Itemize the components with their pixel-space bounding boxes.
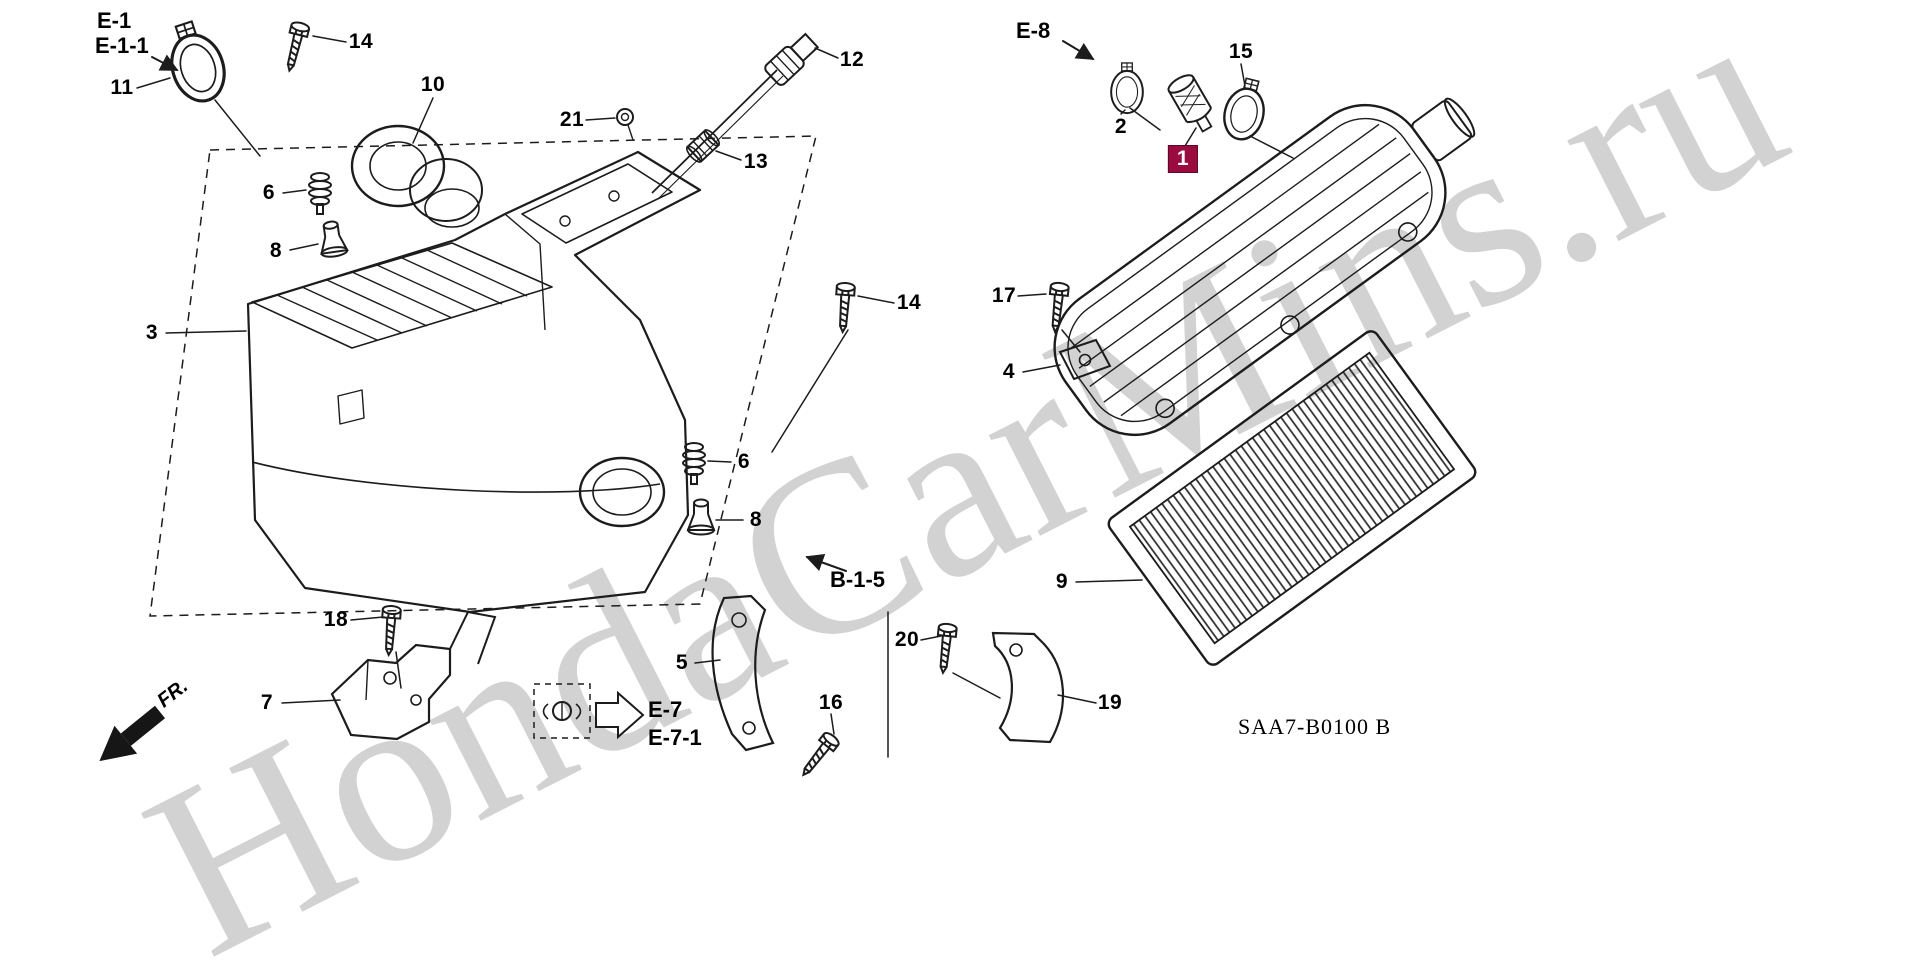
part-label-19[interactable]: 19 xyxy=(1097,691,1123,714)
tube-part-1-icon xyxy=(1167,74,1213,133)
bolt-18-icon xyxy=(378,604,403,657)
part-label-13[interactable]: 13 xyxy=(743,150,769,173)
part-label-10[interactable]: 10 xyxy=(420,73,446,96)
part-label-18[interactable]: 18 xyxy=(323,608,349,631)
bracket-7 xyxy=(330,610,497,741)
sensor-probe-line xyxy=(651,69,778,194)
ref-code-e7-1[interactable]: E-7-1 xyxy=(648,725,702,750)
part-label-9[interactable]: 9 xyxy=(1055,570,1069,593)
ref-code-e1[interactable]: E-1 xyxy=(97,8,132,33)
stud-8-upper-icon xyxy=(316,218,349,260)
stud-8-lower-icon xyxy=(687,498,715,536)
outline-arrow-icon xyxy=(595,690,645,740)
bolt-16-icon xyxy=(795,729,842,782)
diagram-code: SAA7-B0100 B xyxy=(1238,714,1392,739)
air-cleaner-cover xyxy=(1053,97,1476,437)
part-label-14-top[interactable]: 14 xyxy=(348,30,374,53)
part-label-21[interactable]: 21 xyxy=(559,108,585,131)
ref-code-b1-5[interactable]: B-1-5 xyxy=(830,567,886,592)
fr-direction-arrow-icon xyxy=(99,705,166,762)
grommet-13-icon xyxy=(685,129,721,163)
screw-17-icon xyxy=(1045,281,1071,334)
clip-detail-e7 xyxy=(533,683,645,740)
sensor-probe-line-2 xyxy=(657,75,784,200)
part-label-11[interactable]: 11 xyxy=(110,76,134,99)
hose-clamp-11-icon xyxy=(158,14,234,110)
part-label-20[interactable]: 20 xyxy=(894,628,920,651)
part-label-4[interactable]: 4 xyxy=(1002,360,1016,383)
leader-lines xyxy=(136,35,1294,758)
bracket-5 xyxy=(711,594,775,752)
part-label-15[interactable]: 15 xyxy=(1228,40,1254,63)
part-label-14-mid[interactable]: 14 xyxy=(896,291,922,314)
cover-mount-tab xyxy=(1058,338,1112,381)
intake-tube-icon xyxy=(350,124,483,222)
ref-code-e1-1[interactable]: E-1-1 xyxy=(95,33,149,58)
assembly-boundary xyxy=(149,135,817,617)
nut-21-icon xyxy=(616,108,634,141)
part-label-5[interactable]: 5 xyxy=(675,651,689,674)
clamp-2-icon xyxy=(1110,61,1144,115)
ref-code-e8[interactable]: E-8 xyxy=(1016,18,1051,43)
part-label-8-upper[interactable]: 8 xyxy=(269,239,283,262)
part-label-7[interactable]: 7 xyxy=(260,691,274,714)
air-filter-element xyxy=(1107,330,1477,666)
bolt-14-top-icon xyxy=(279,19,311,74)
part-label-3[interactable]: 3 xyxy=(145,321,159,344)
bolt-14-mid-icon xyxy=(832,281,857,334)
rubber-mount-6-upper-icon xyxy=(308,172,332,215)
part-label-6-lower[interactable]: 6 xyxy=(737,450,751,473)
part-label-8-lower[interactable]: 8 xyxy=(749,508,763,531)
air-cleaner-housing xyxy=(246,150,702,614)
part-label-2[interactable]: 2 xyxy=(1114,115,1128,138)
part-label-16[interactable]: 16 xyxy=(818,691,844,714)
ref-code-e7[interactable]: E-7 xyxy=(648,697,683,722)
sensor-12-icon xyxy=(764,32,820,86)
part-label-17[interactable]: 17 xyxy=(991,284,1017,307)
part-label-12[interactable]: 12 xyxy=(839,48,865,71)
bracket-19 xyxy=(991,631,1065,744)
part-label-6-upper[interactable]: 6 xyxy=(262,181,276,204)
part-label-1-highlighted[interactable]: 1 xyxy=(1167,145,1199,173)
bolt-20-icon xyxy=(933,622,959,675)
